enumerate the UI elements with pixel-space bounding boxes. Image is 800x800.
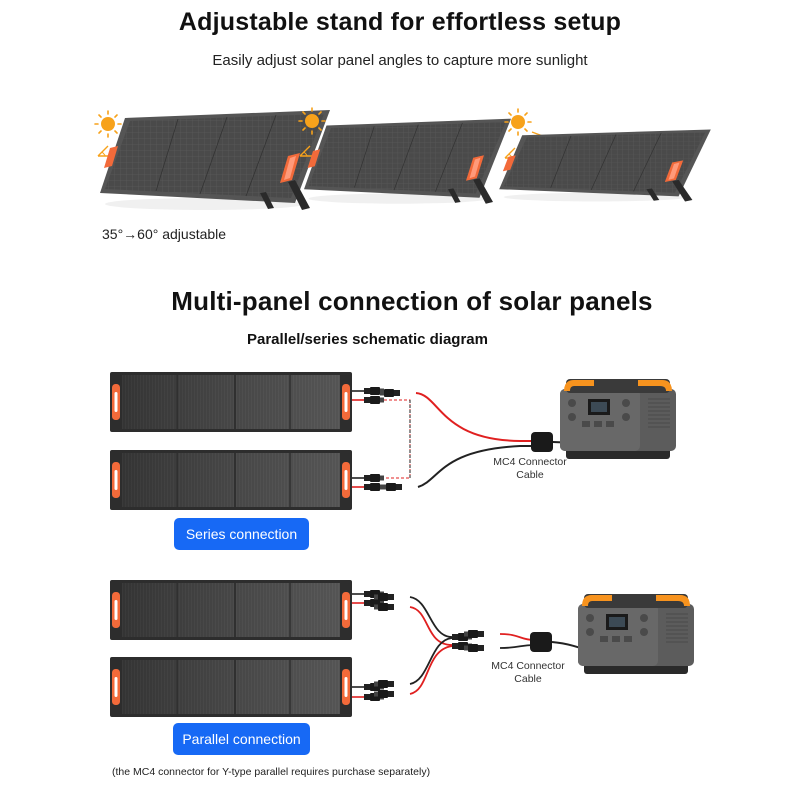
parallel-connection-badge: Parallel connection	[173, 723, 310, 755]
section-subtitle-stand: Easily adjust solar panel angles to capt…	[212, 52, 588, 69]
cable-label-line1: MC4 Connector	[491, 660, 565, 672]
sun-icon	[94, 110, 122, 138]
stand-panel-2	[298, 107, 512, 205]
series-wiring	[352, 387, 601, 491]
section-subtitle-connection: Parallel/series schematic diagram	[247, 331, 488, 348]
stand-panel-1	[94, 109, 331, 211]
parallel-power-station	[577, 593, 695, 675]
stand-panel-3	[498, 108, 712, 202]
section-title-connection: Multi-panel connection of solar panels	[171, 286, 653, 316]
footnote: (the MC4 connector for Y-type parallel r…	[112, 766, 431, 778]
series-panel-2	[109, 449, 353, 511]
series-panel-1	[109, 371, 353, 433]
parallel-panel-1	[109, 579, 353, 641]
cable-label-line2: Cable	[514, 673, 542, 685]
parallel-wiring	[352, 590, 606, 701]
angle-range-note: 35°→60° adjustable	[102, 226, 227, 242]
section-title-stand: Adjustable stand for effortless setup	[178, 8, 622, 36]
cable-label-line2: Cable	[516, 469, 544, 481]
series-connection-badge: Series connection	[174, 518, 309, 550]
series-power-station	[559, 378, 677, 460]
parallel-cable-label: MC4 Connector Cable	[478, 660, 578, 686]
parallel-panel-2	[109, 656, 353, 718]
cable-label-line1: MC4 Connector	[493, 456, 567, 468]
series-cable-label: MC4 Connector Cable	[480, 456, 580, 482]
